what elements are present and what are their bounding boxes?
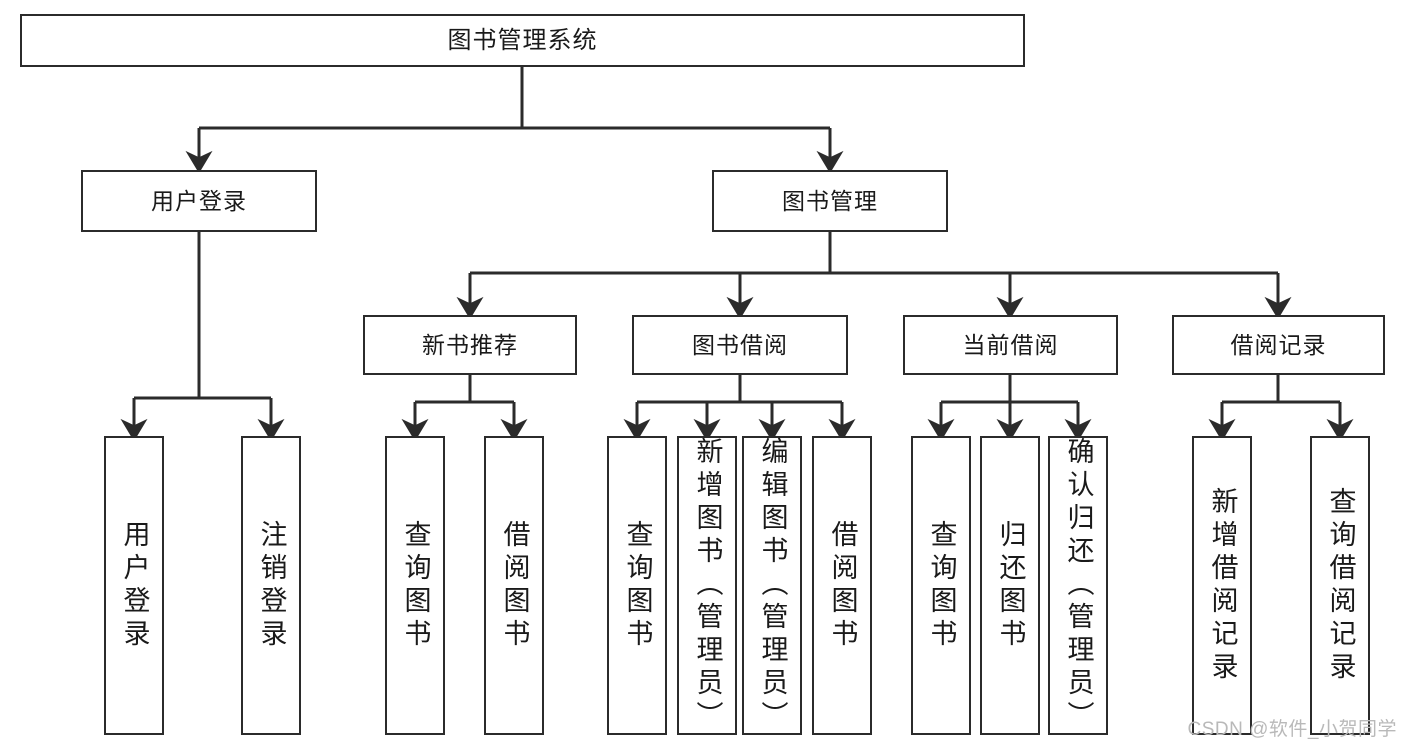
leaf-current-borrow-return[interactable]: 归还图书 — [980, 436, 1040, 735]
node-book-borrow[interactable]: 图书借阅 — [632, 315, 848, 375]
node-new-book-recommend[interactable]: 新书推荐 — [363, 315, 577, 375]
node-label: 借阅图书 — [499, 519, 530, 652]
node-current-borrow[interactable]: 当前借阅 — [903, 315, 1118, 375]
leaf-book-borrow-query[interactable]: 查询图书 — [607, 436, 667, 735]
node-label: 新书推荐 — [422, 331, 518, 358]
node-label: 借阅图书 — [827, 519, 858, 652]
node-label: 归还图书 — [995, 519, 1026, 652]
node-label: 查询图书 — [926, 519, 957, 652]
node-label: 借阅记录 — [1230, 331, 1327, 358]
node-book-management-system[interactable]: 图书管理系统 — [20, 14, 1025, 67]
node-label: 确认归还（管理员） — [1063, 437, 1094, 734]
node-label: 注销登录 — [256, 519, 287, 652]
node-borrow-record[interactable]: 借阅记录 — [1172, 315, 1385, 375]
leaf-user-login-login[interactable]: 用户登录 — [104, 436, 164, 735]
leaf-borrow-record-add[interactable]: 新增借阅记录 — [1192, 436, 1252, 735]
leaf-book-borrow-edit[interactable]: 编辑图书（管理员） — [742, 436, 802, 735]
node-label: 图书借阅 — [692, 331, 788, 358]
node-user-login[interactable]: 用户登录 — [81, 170, 317, 232]
node-label: 查询图书 — [622, 519, 653, 652]
node-label: 图书管理系统 — [447, 26, 598, 54]
leaf-new-book-query[interactable]: 查询图书 — [385, 436, 445, 735]
node-label: 新增图书（管理员） — [692, 437, 723, 734]
node-label: 查询借阅记录 — [1325, 486, 1356, 685]
node-label: 编辑图书（管理员） — [757, 437, 788, 734]
node-label: 用户登录 — [119, 519, 150, 652]
node-label: 用户登录 — [151, 187, 247, 214]
leaf-user-login-logout[interactable]: 注销登录 — [241, 436, 301, 735]
node-label: 查询图书 — [400, 519, 431, 652]
node-book-management[interactable]: 图书管理 — [712, 170, 948, 232]
leaf-book-borrow-add[interactable]: 新增图书（管理员） — [677, 436, 737, 735]
leaf-current-borrow-confirm-return[interactable]: 确认归还（管理员） — [1048, 436, 1108, 735]
node-label: 图书管理 — [782, 187, 878, 214]
watermark: CSDN @软件_小贺同学 — [1187, 719, 1397, 740]
leaf-book-borrow-borrow[interactable]: 借阅图书 — [812, 436, 872, 735]
node-label: 当前借阅 — [962, 331, 1059, 358]
leaf-current-borrow-query[interactable]: 查询图书 — [911, 436, 971, 735]
leaf-borrow-record-query[interactable]: 查询借阅记录 — [1310, 436, 1370, 735]
node-label: 新增借阅记录 — [1207, 486, 1238, 685]
leaf-new-book-borrow[interactable]: 借阅图书 — [484, 436, 544, 735]
